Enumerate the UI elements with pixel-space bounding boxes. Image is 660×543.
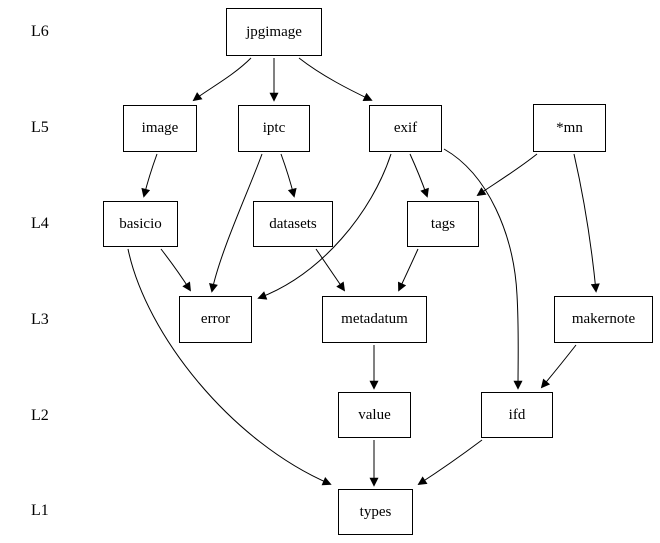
edge-mn-makernote: [573, 153, 600, 293]
level-label-l3: L3: [31, 311, 49, 328]
node-basicio: basicio: [103, 201, 178, 247]
edge-exif-error: [257, 153, 392, 300]
edge-datasets-metadatum: [315, 248, 346, 292]
edge-image-basicio: [141, 153, 158, 198]
level-label-l1: L1: [31, 502, 49, 519]
edge-makernote-ifd: [540, 344, 577, 389]
edge-exif-ifd: [443, 148, 523, 390]
edge-iptc-error: [209, 153, 263, 293]
edge-tags-metadatum: [398, 248, 419, 292]
edge-ifd-types: [417, 439, 483, 485]
level-label-l6: L6: [31, 23, 49, 40]
edge-basicio-types: [127, 248, 332, 486]
node-makernote: makernote: [554, 296, 653, 343]
edge-jpgimage-exif: [298, 57, 373, 101]
level-label-l2: L2: [31, 407, 49, 424]
edge-jpgimage-image: [192, 57, 252, 102]
edge-basicio-error: [160, 248, 191, 292]
level-label-l4: L4: [31, 215, 49, 232]
node-image: image: [123, 105, 197, 152]
node-exif: exif: [369, 105, 442, 152]
node-datasets: datasets: [253, 201, 333, 247]
node-jpgimage: jpgimage: [226, 8, 322, 56]
node-ifd: ifd: [481, 392, 553, 438]
node-mn: *mn: [533, 104, 606, 152]
edge-iptc-datasets: [280, 153, 297, 198]
node-tags: tags: [407, 201, 479, 247]
edge-exif-tags: [409, 153, 429, 198]
edge-mn-tags: [476, 153, 538, 197]
node-iptc: iptc: [238, 105, 310, 152]
node-error: error: [179, 296, 252, 343]
node-types: types: [338, 489, 413, 535]
level-label-l5: L5: [31, 119, 49, 136]
node-metadatum: metadatum: [322, 296, 427, 343]
node-value: value: [338, 392, 411, 438]
